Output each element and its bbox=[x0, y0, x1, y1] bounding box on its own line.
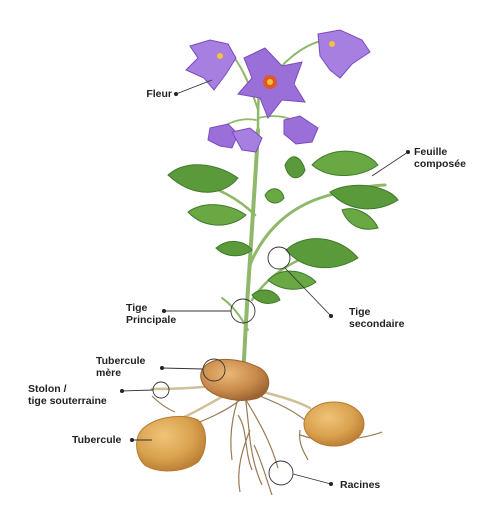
label-racines: Racines bbox=[340, 479, 381, 491]
circle-racines bbox=[268, 460, 294, 486]
stems bbox=[188, 39, 387, 380]
leaf bbox=[167, 164, 239, 193]
label-feuille-line1: Feuille bbox=[414, 146, 448, 158]
label-tubercule-mere: Tubercule mère bbox=[96, 355, 145, 379]
leaf bbox=[329, 184, 399, 210]
label-tige-secondaire-line2: secondaire bbox=[349, 318, 405, 330]
circle-mere bbox=[202, 358, 226, 382]
label-tubercule-mere-line2: mère bbox=[96, 367, 122, 379]
leaf bbox=[311, 150, 379, 176]
leaf bbox=[341, 208, 379, 230]
label-tubercule: Tubercule bbox=[72, 434, 122, 446]
flower-bud-right bbox=[283, 115, 319, 145]
leaf bbox=[215, 241, 253, 257]
callout-racines bbox=[292, 473, 332, 485]
label-tige-principale-line1: Tige bbox=[126, 302, 148, 314]
tuber-mother bbox=[200, 359, 270, 401]
callout-mere bbox=[161, 367, 204, 370]
callout-stolon bbox=[121, 389, 154, 392]
label-tige-principale: Tige Principale bbox=[126, 302, 176, 326]
callouts bbox=[121, 79, 409, 486]
leaf bbox=[187, 204, 247, 226]
callout-fleur bbox=[175, 79, 213, 95]
flower-main bbox=[237, 47, 306, 119]
circle-secondaire bbox=[267, 246, 291, 270]
leaf bbox=[267, 270, 317, 290]
flower-right bbox=[317, 29, 371, 79]
main-stem bbox=[241, 128, 260, 380]
label-feuille-line2: composée bbox=[414, 158, 466, 170]
flowers bbox=[185, 29, 371, 153]
leaf bbox=[251, 289, 281, 304]
leaf bbox=[284, 156, 306, 179]
leaf bbox=[285, 238, 359, 269]
callout-feuille bbox=[371, 151, 409, 177]
branch-low bbox=[221, 297, 249, 331]
callout-dots bbox=[120, 92, 410, 486]
label-feuille-composee: Feuille composée bbox=[414, 146, 466, 170]
tubers bbox=[136, 359, 365, 472]
label-tige-principale-line2: Principale bbox=[126, 314, 177, 326]
label-tubercule-mere-line1: Tubercule bbox=[96, 355, 146, 367]
label-stolon-line2: tige souterraine bbox=[28, 395, 107, 407]
label-stolon-line1: Stolon / bbox=[28, 383, 67, 395]
leaves bbox=[167, 150, 399, 304]
flower-left bbox=[185, 39, 237, 91]
callout-secondaire bbox=[284, 267, 332, 317]
flower-bud-left bbox=[207, 123, 263, 153]
label-fleur: Fleur bbox=[146, 88, 172, 100]
label-stolon: Stolon / tige souterraine bbox=[28, 383, 107, 407]
label-tige-secondaire-line1: Tige bbox=[349, 306, 371, 318]
leaf bbox=[264, 188, 285, 204]
tuber-right bbox=[303, 401, 365, 447]
tuber-left bbox=[136, 415, 206, 472]
label-tige-secondaire: Tige secondaire bbox=[349, 306, 404, 330]
